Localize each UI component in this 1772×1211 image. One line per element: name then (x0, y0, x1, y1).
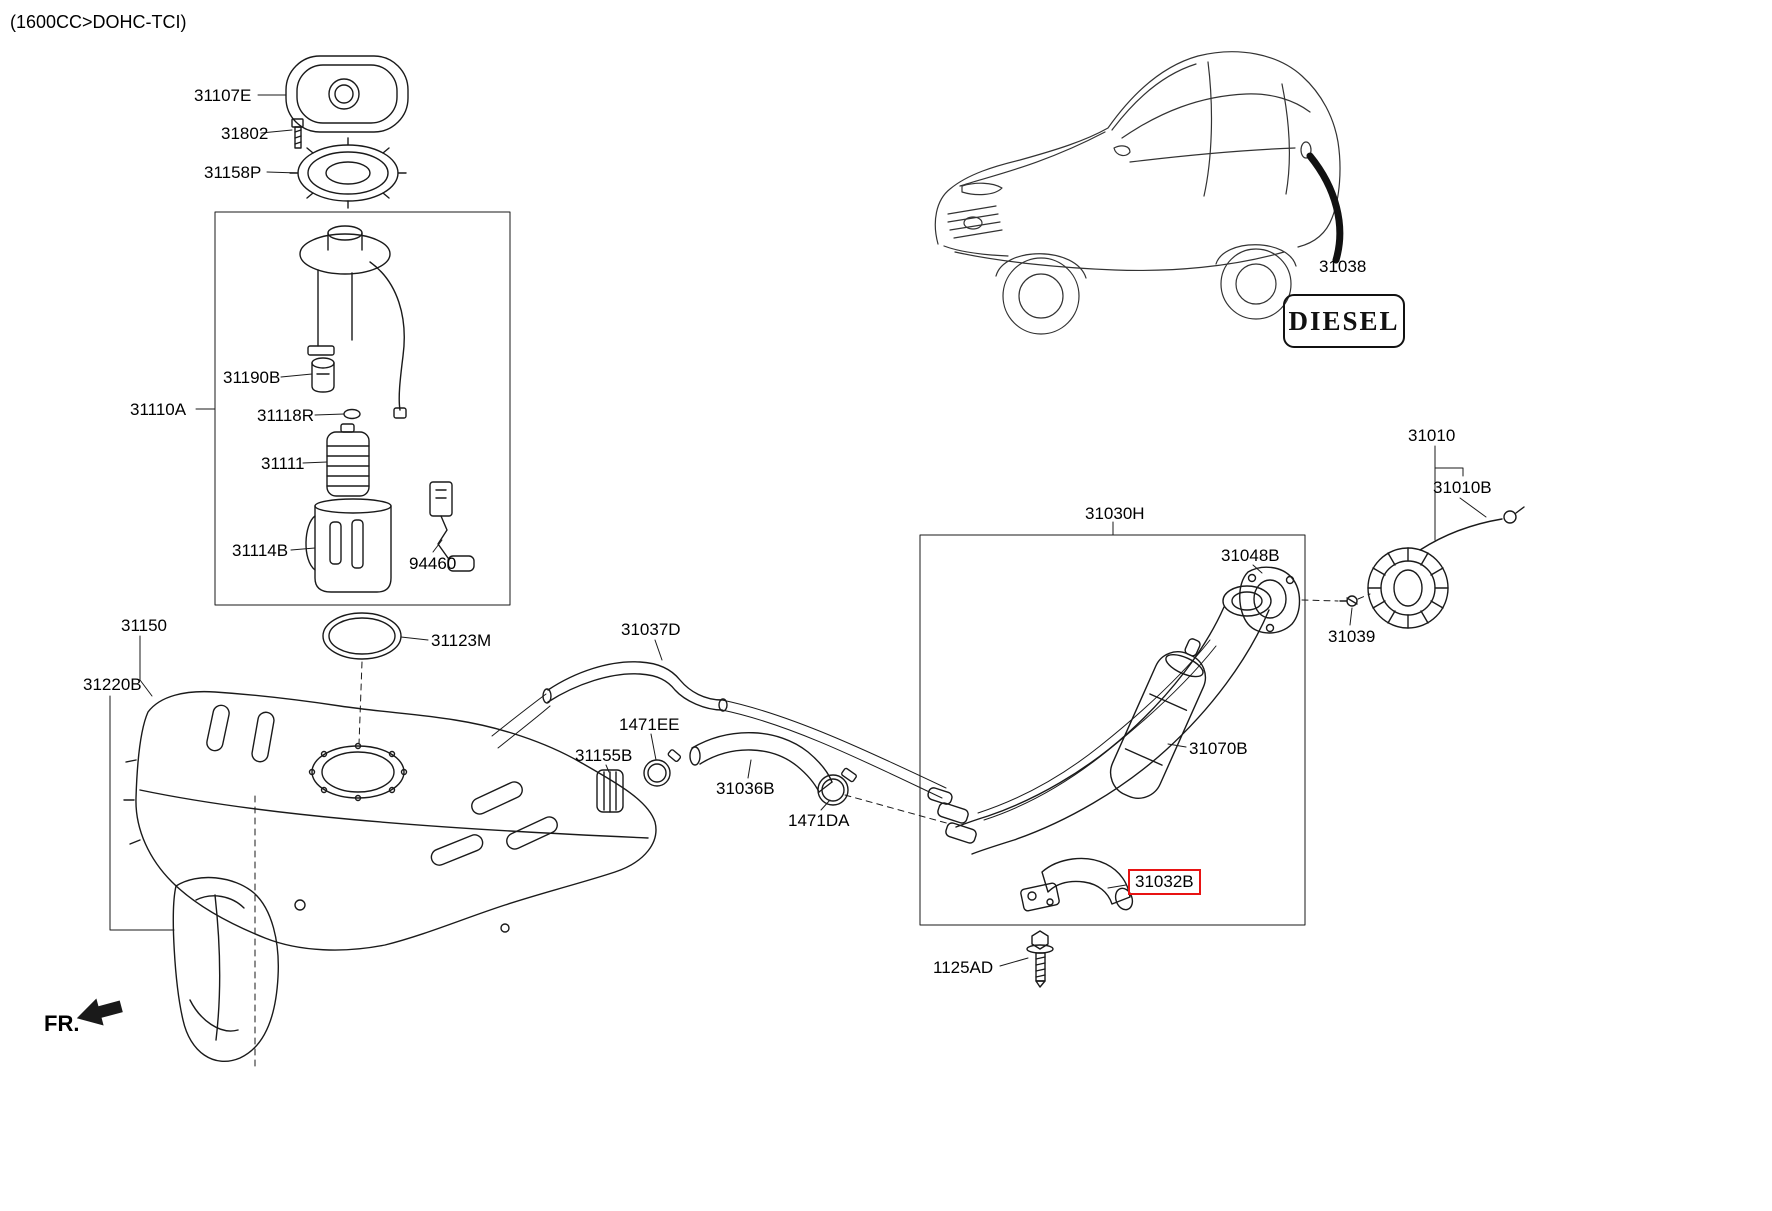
part-label-31111[interactable]: 31111 (261, 454, 305, 473)
gasket-31048B-drawing (1239, 566, 1301, 634)
part-label-31123M[interactable]: 31123M (431, 631, 492, 650)
bracket-31032B-drawing (1020, 857, 1134, 912)
clamp-1471DA-drawing (817, 767, 857, 806)
diesel-badge: DIESEL (1283, 294, 1405, 348)
gasket-31107E-drawing (285, 55, 409, 133)
fuel-pump-31111-drawing (326, 423, 370, 497)
hose-31037D-drawing (542, 661, 728, 712)
hose-31036B-drawing (689, 732, 833, 793)
part-label-31118R[interactable]: 31118R (257, 406, 315, 425)
oring-31118R-drawing (343, 408, 361, 420)
engine-variant-label: (1600CC>DOHC-TCI) (10, 12, 187, 32)
part-label-1125AD[interactable]: 1125AD (933, 958, 994, 977)
tank-protector-31220B-drawing (172, 876, 279, 1063)
pump-module-31110A-drawing (299, 225, 407, 419)
filler-neck-box (919, 534, 1306, 926)
part-label-31107E[interactable]: 31107E (194, 86, 252, 105)
part-label-31150[interactable]: 31150 (121, 616, 168, 635)
fuel-door-pointer-arc (1306, 152, 1344, 264)
part-label-31010B[interactable]: 31010B (1433, 478, 1492, 497)
fuel-tank-31150-drawing (123, 690, 657, 951)
part-label-31158P[interactable]: 31158P (204, 163, 262, 182)
filler-neck-31030H-drawing (927, 585, 1272, 855)
part-label-31048B[interactable]: 31048B (1221, 546, 1280, 565)
pipe-connection-lines (254, 661, 951, 1069)
car-drawing (934, 51, 1341, 335)
part-label-31220B[interactable]: 31220B (83, 675, 142, 694)
regulator-31190B-drawing (311, 357, 335, 393)
fr-direction-arrow-icon (76, 998, 123, 1026)
part-label-1471DA[interactable]: 1471DA (788, 811, 850, 830)
fuel-sender-94460-drawing (429, 481, 475, 572)
part-label-31036B[interactable]: 31036B (716, 779, 775, 798)
part-label-31114B[interactable]: 31114B (232, 541, 289, 560)
part-label-1471EE[interactable]: 1471EE (619, 715, 680, 734)
fr-direction-label: FR. (44, 1011, 80, 1036)
part-label-31010[interactable]: 31010 (1408, 426, 1456, 445)
bolt-1125AD-drawing (1026, 930, 1054, 988)
part-label-31070B[interactable]: 31070B (1189, 739, 1248, 758)
part-label-31190B[interactable]: 31190B (223, 368, 281, 387)
part-label-31038[interactable]: 31038 (1319, 257, 1367, 276)
part-label-31037D[interactable]: 31037D (621, 620, 681, 639)
part-label-94460[interactable]: 94460 (409, 554, 457, 573)
part-label-31110A[interactable]: 31110A (130, 400, 187, 419)
part-label-31032B[interactable]: 31032B (1128, 869, 1201, 895)
leader-lines (109, 94, 1487, 967)
fuel-cap-31010-drawing (1367, 506, 1525, 629)
part-label-31039[interactable]: 31039 (1328, 627, 1376, 646)
valve-31155B-drawing (596, 769, 624, 813)
oring-31123M-drawing (322, 612, 402, 660)
clamp-1471EE-drawing (643, 749, 682, 787)
bolt-31802-drawing (291, 118, 304, 149)
reservoir-31114B-drawing (305, 498, 392, 593)
canister-31070B-drawing (1109, 638, 1207, 799)
part-label-31155B[interactable]: 31155B (575, 746, 633, 765)
lockring-31158P-drawing (289, 137, 407, 209)
part-label-31030H[interactable]: 31030H (1085, 504, 1145, 523)
screw-31039-drawing (1301, 593, 1371, 607)
part-label-31802[interactable]: 31802 (221, 124, 269, 143)
